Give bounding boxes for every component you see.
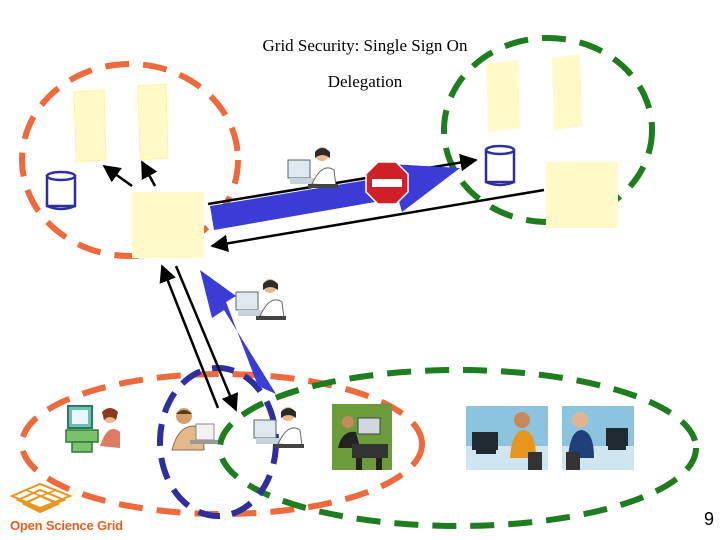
slide-title: Grid Security: Single Sign On — [262, 36, 468, 55]
person-at-computer-icon — [287, 147, 338, 188]
resource-box — [486, 60, 520, 132]
arrow-to-resource — [102, 164, 133, 188]
stop-sign-icon — [365, 161, 409, 205]
resource-box — [73, 89, 107, 163]
arrow-to-resource — [140, 160, 158, 187]
logo-text: Open Science Grid — [10, 518, 123, 533]
office-worker-icon — [171, 408, 218, 451]
osg-logo-icon — [9, 482, 73, 514]
database-icon — [45, 170, 77, 211]
database-icon — [484, 144, 516, 187]
arrow-user-down — [174, 265, 239, 412]
delegation-arrow-blue — [200, 270, 276, 394]
resource-box — [137, 83, 169, 161]
slide-subtitle: Delegation — [327, 72, 403, 91]
office-worker-icon — [332, 404, 392, 470]
person-at-computer-icon — [253, 407, 304, 448]
office-worker-icon — [562, 406, 634, 470]
person-at-computer-icon — [235, 279, 286, 320]
person-at-computer-icon — [65, 405, 120, 453]
arrow-user-up — [159, 264, 220, 409]
gatekeeper-box — [546, 162, 618, 228]
office-worker-icon — [466, 406, 548, 470]
arrow-response — [210, 188, 545, 253]
page-number: 9 — [703, 509, 714, 529]
site-green-bottom-ellipse — [217, 367, 699, 529]
site-orange-top-ellipse — [19, 61, 241, 259]
gatekeeper-box — [132, 192, 204, 258]
site-orange-bottom-ellipse — [19, 371, 425, 517]
resource-box — [552, 54, 582, 130]
